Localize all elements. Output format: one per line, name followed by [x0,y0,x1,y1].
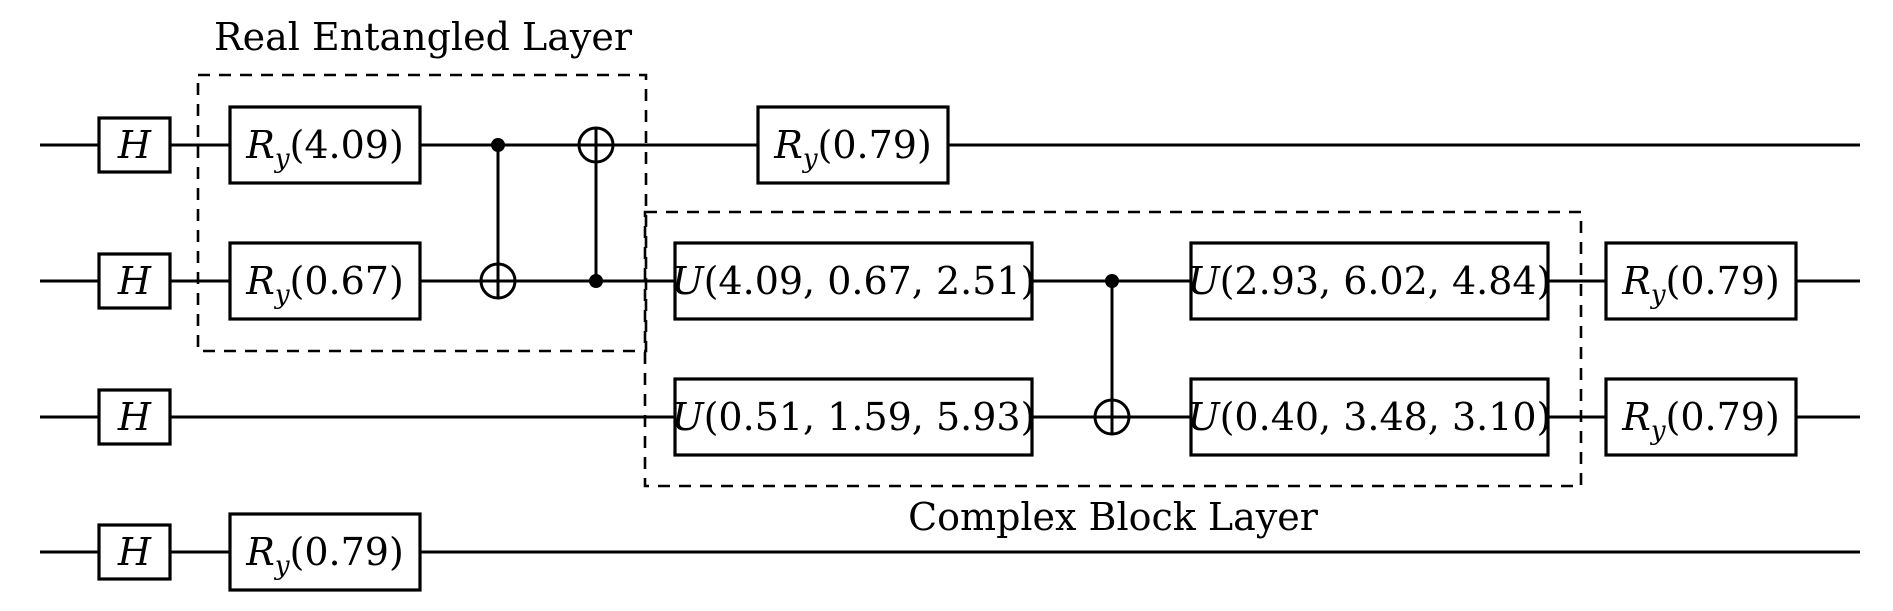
cnot-gate-q1-to-q0 [577,126,615,288]
real-entangled-layer-box [196,73,648,353]
svg-text:U(2.93, 6.02, 4.84): U(2.93, 6.02, 4.84) [1188,259,1552,303]
svg-text:Ry(0.79): Ry(0.79) [1621,259,1780,310]
control-dot-icon [589,274,603,288]
cnot-gate-q1-to-q2 [1093,274,1131,436]
svg-text:H: H [117,123,152,167]
ry-gate-q0-real-layer: Ry(4.09) [228,105,422,185]
u-gate-q2-second: U(0.40, 3.48, 3.10) [1188,377,1552,457]
hadamard-gate-q0: H [97,116,172,174]
svg-text:H: H [117,395,152,439]
ry-gate-q3: Ry(0.79) [228,512,422,592]
ry-gate-q1-final: Ry(0.79) [1604,241,1798,321]
svg-text:H: H [117,259,152,303]
hadamard-gate-q3: H [97,523,172,581]
ry-gate-q0-after-layer: Ry(0.79) [756,105,950,185]
control-dot-icon [491,138,505,152]
svg-text:Ry(0.79): Ry(0.79) [245,530,404,581]
svg-text:H: H [117,530,152,574]
u-gate-q1-second: U(2.93, 6.02, 4.84) [1188,241,1552,321]
ry-gate-q1-real-layer: Ry(0.67) [228,241,422,321]
svg-text:U(0.40, 3.48, 3.10): U(0.40, 3.48, 3.10) [1188,395,1552,439]
svg-text:U(0.51, 1.59, 5.93): U(0.51, 1.59, 5.93) [672,395,1036,439]
svg-text:U(4.09, 0.67, 2.51): U(4.09, 0.67, 2.51) [672,259,1036,303]
control-dot-icon [1105,274,1119,288]
u-gate-q2-first: U(0.51, 1.59, 5.93) [672,377,1036,457]
cnot-gate-q0-to-q1 [479,138,517,300]
complex-block-layer-label: Complex Block Layer [908,495,1319,539]
complex-block-layer-box [643,210,1583,488]
svg-text:Ry(0.67): Ry(0.67) [245,259,404,310]
svg-text:Ry(0.79): Ry(0.79) [773,123,932,174]
hadamard-gate-q2: H [97,388,172,446]
svg-text:Ry(0.79): Ry(0.79) [1621,395,1780,446]
real-entangled-layer-label: Real Entangled Layer [214,15,633,59]
u-gate-q1-first: U(4.09, 0.67, 2.51) [672,241,1036,321]
svg-text:Ry(4.09): Ry(4.09) [245,123,404,174]
ry-gate-q2-final: Ry(0.79) [1604,377,1798,457]
hadamard-gate-q1: H [97,252,172,310]
